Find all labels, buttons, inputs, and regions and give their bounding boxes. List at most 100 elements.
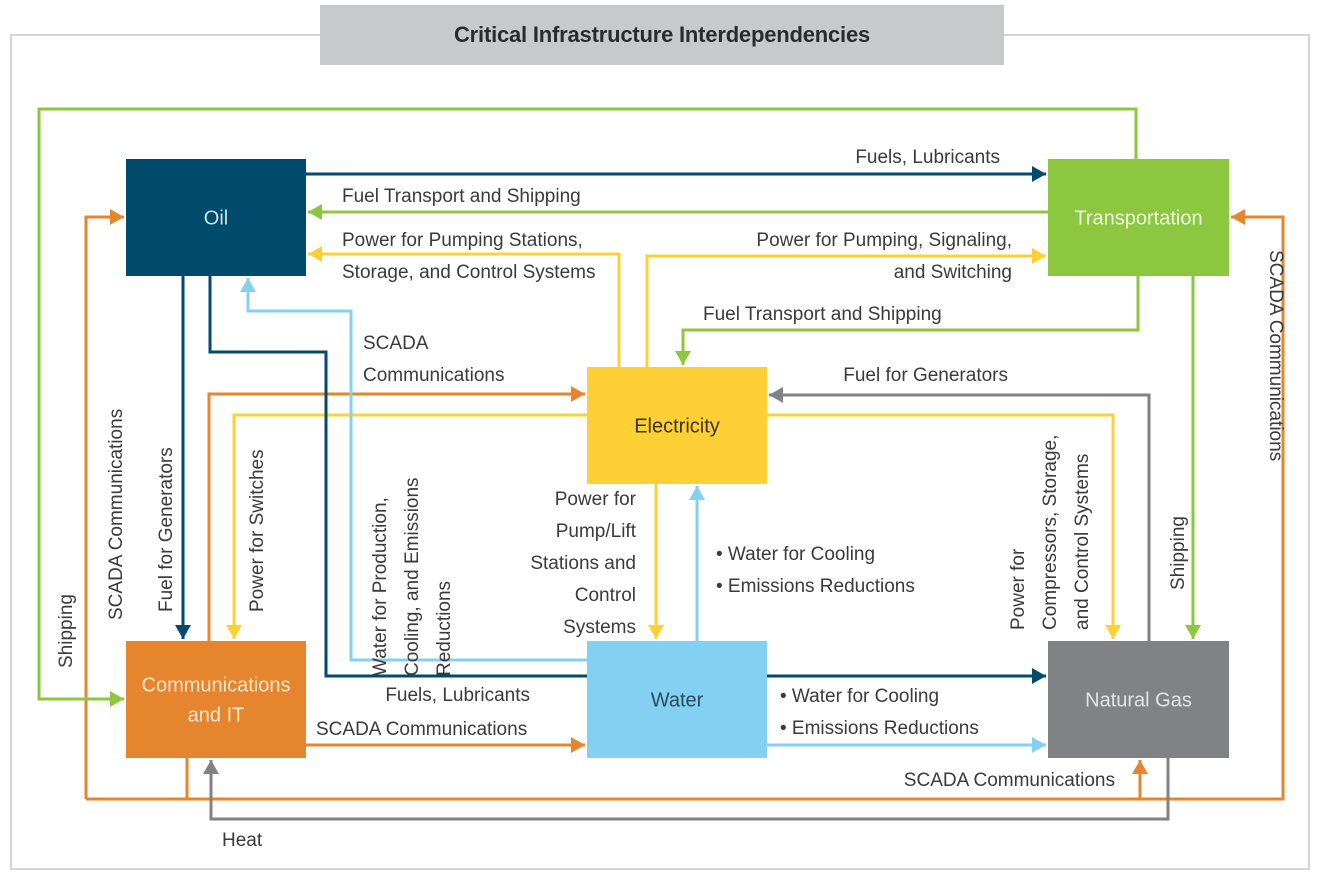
edge-oil-transport-fuels <box>306 166 1046 182</box>
edge-label-line: SCADA Communications <box>904 770 1115 791</box>
edge-comm-elec-scada <box>207 386 585 641</box>
edge-label-line: Fuel Transport and Shipping <box>342 186 581 207</box>
edge-label-line: Cooling, and Emissions <box>402 477 423 676</box>
edge-label: Power for Switches <box>247 449 268 612</box>
edge-label: Shipping <box>1168 516 1189 590</box>
arrowhead-icon <box>1032 737 1046 753</box>
diagram-title: Critical Infrastructure Interdependencie… <box>453 22 871 47</box>
node-box <box>587 641 767 758</box>
edge-water-gas-cooling <box>767 737 1046 753</box>
arrowhead-icon <box>1032 248 1046 264</box>
node-electricity: Electricity <box>587 367 767 484</box>
node-label: Transportation <box>1074 208 1202 230</box>
arrowhead-icon <box>648 625 664 639</box>
edge-label: Fuel Transport and Shipping <box>342 186 581 207</box>
edge-label-line: Power for <box>555 489 637 510</box>
edge-label: Fuels, Lubricants <box>385 685 530 706</box>
arrowhead-icon <box>308 246 322 262</box>
edge-label: SCADA Communications <box>904 770 1115 791</box>
node-label: Natural Gas <box>1085 690 1192 712</box>
arrowhead-icon <box>1185 625 1201 639</box>
arrowhead-icon <box>110 691 124 707</box>
arrowhead-icon <box>1132 760 1148 774</box>
edge-label-line: Fuels, Lubricants <box>385 685 530 706</box>
edge-elec-gas-power <box>767 413 1121 639</box>
edge-label: Power for Pumping, Signaling,and Switchi… <box>756 230 1012 283</box>
arrowhead-icon <box>308 204 322 220</box>
edge-label: Fuel for Generators <box>843 365 1008 386</box>
arrowhead-icon <box>110 209 124 225</box>
arrowhead-icon <box>571 737 585 753</box>
node-box <box>1048 641 1229 758</box>
edge-line <box>308 252 621 367</box>
node-label: Electricity <box>634 416 720 438</box>
edge-line <box>645 254 1046 367</box>
edge-line <box>37 107 1138 701</box>
edge-label: Power for Compressors, Storage, and Contro… <box>1008 435 1093 630</box>
edges-layer <box>37 107 1285 821</box>
edge-comm-oil-scada <box>84 209 124 799</box>
node-label: Communications <box>142 675 291 697</box>
edge-label-line: Power for <box>1008 548 1029 630</box>
arrowhead-icon <box>675 351 691 365</box>
edge-label-line: Fuels, Lubricants <box>855 147 1000 168</box>
edge-label-line: SCADA <box>363 333 429 354</box>
edge-line <box>246 278 587 662</box>
edge-label: • Water for Cooling• Emissions Reduction… <box>716 544 915 597</box>
arrowhead-icon <box>203 760 219 774</box>
edge-elec-oil-power <box>308 246 621 367</box>
node-transportation: Transportation <box>1048 159 1229 276</box>
node-water: Water <box>587 641 767 758</box>
edge-transport-oil-shipping <box>308 204 1048 220</box>
edge-elec-transport-power <box>645 248 1046 367</box>
edge-oil-gas-fuels <box>208 276 1046 684</box>
edge-label: Heat <box>222 830 263 851</box>
node-natural_gas: Natural Gas <box>1048 641 1229 758</box>
arrowhead-icon <box>1032 668 1046 684</box>
edge-label-line: • Emissions Reductions <box>780 718 979 739</box>
edge-line <box>681 276 1140 365</box>
edge-elec-water-power <box>648 484 664 639</box>
edge-label-line: • Emissions Reductions <box>716 576 915 597</box>
node-box <box>126 641 306 758</box>
arrowhead-icon <box>769 387 783 403</box>
arrowhead-icon <box>240 278 256 292</box>
edge-label-line: Compressors, Storage, <box>1040 435 1061 630</box>
edge-label-line: and Switching <box>894 262 1012 283</box>
edge-elec-comm-power <box>226 413 587 639</box>
edge-water-elec-cooling <box>689 486 705 641</box>
arrowhead-icon <box>1032 166 1046 182</box>
edge-label-line: Fuel for Generators <box>156 447 177 612</box>
edge-oil-comm-fuel <box>175 276 191 639</box>
edge-label: • Water for Cooling• Emissions Reduction… <box>780 686 979 739</box>
edge-line <box>767 413 1115 639</box>
edge-label: Fuels, Lubricants <box>855 147 1000 168</box>
edge-label-line: Storage, and Control Systems <box>342 262 595 283</box>
arrowhead-icon <box>226 625 242 639</box>
edge-label-line: and Control Systems <box>1072 454 1093 630</box>
arrowhead-icon <box>689 486 705 500</box>
edge-label-line: Fuel Transport and Shipping <box>703 304 942 325</box>
edge-label-line: Power for Pumping Stations, <box>342 230 583 251</box>
edge-label-line: Shipping <box>1168 516 1189 590</box>
edge-line <box>232 413 587 639</box>
node-box <box>126 159 306 276</box>
edge-label-line: SCADA Communications <box>316 719 527 740</box>
title-bar: Critical Infrastructure Interdependencie… <box>320 5 1004 65</box>
arrowhead-icon <box>1105 625 1121 639</box>
edge-comm-transport-scada <box>185 209 1285 801</box>
edge-gas-comm-heat <box>203 758 1170 821</box>
edge-comm-gas-scada <box>86 760 1148 801</box>
edge-label-line: Stations and <box>530 553 636 574</box>
edge-label-line: Control <box>575 585 636 606</box>
edge-label-line: Heat <box>222 830 263 851</box>
edge-label: Power for Pumping Stations, Storage, and … <box>342 230 595 283</box>
edge-transport-elec-shipping <box>675 276 1140 365</box>
edge-label: Fuel Transport and Shipping <box>703 304 942 325</box>
edge-label-line: Systems <box>563 617 636 638</box>
arrowhead-icon <box>1231 209 1245 225</box>
arrowhead-icon <box>571 386 585 402</box>
